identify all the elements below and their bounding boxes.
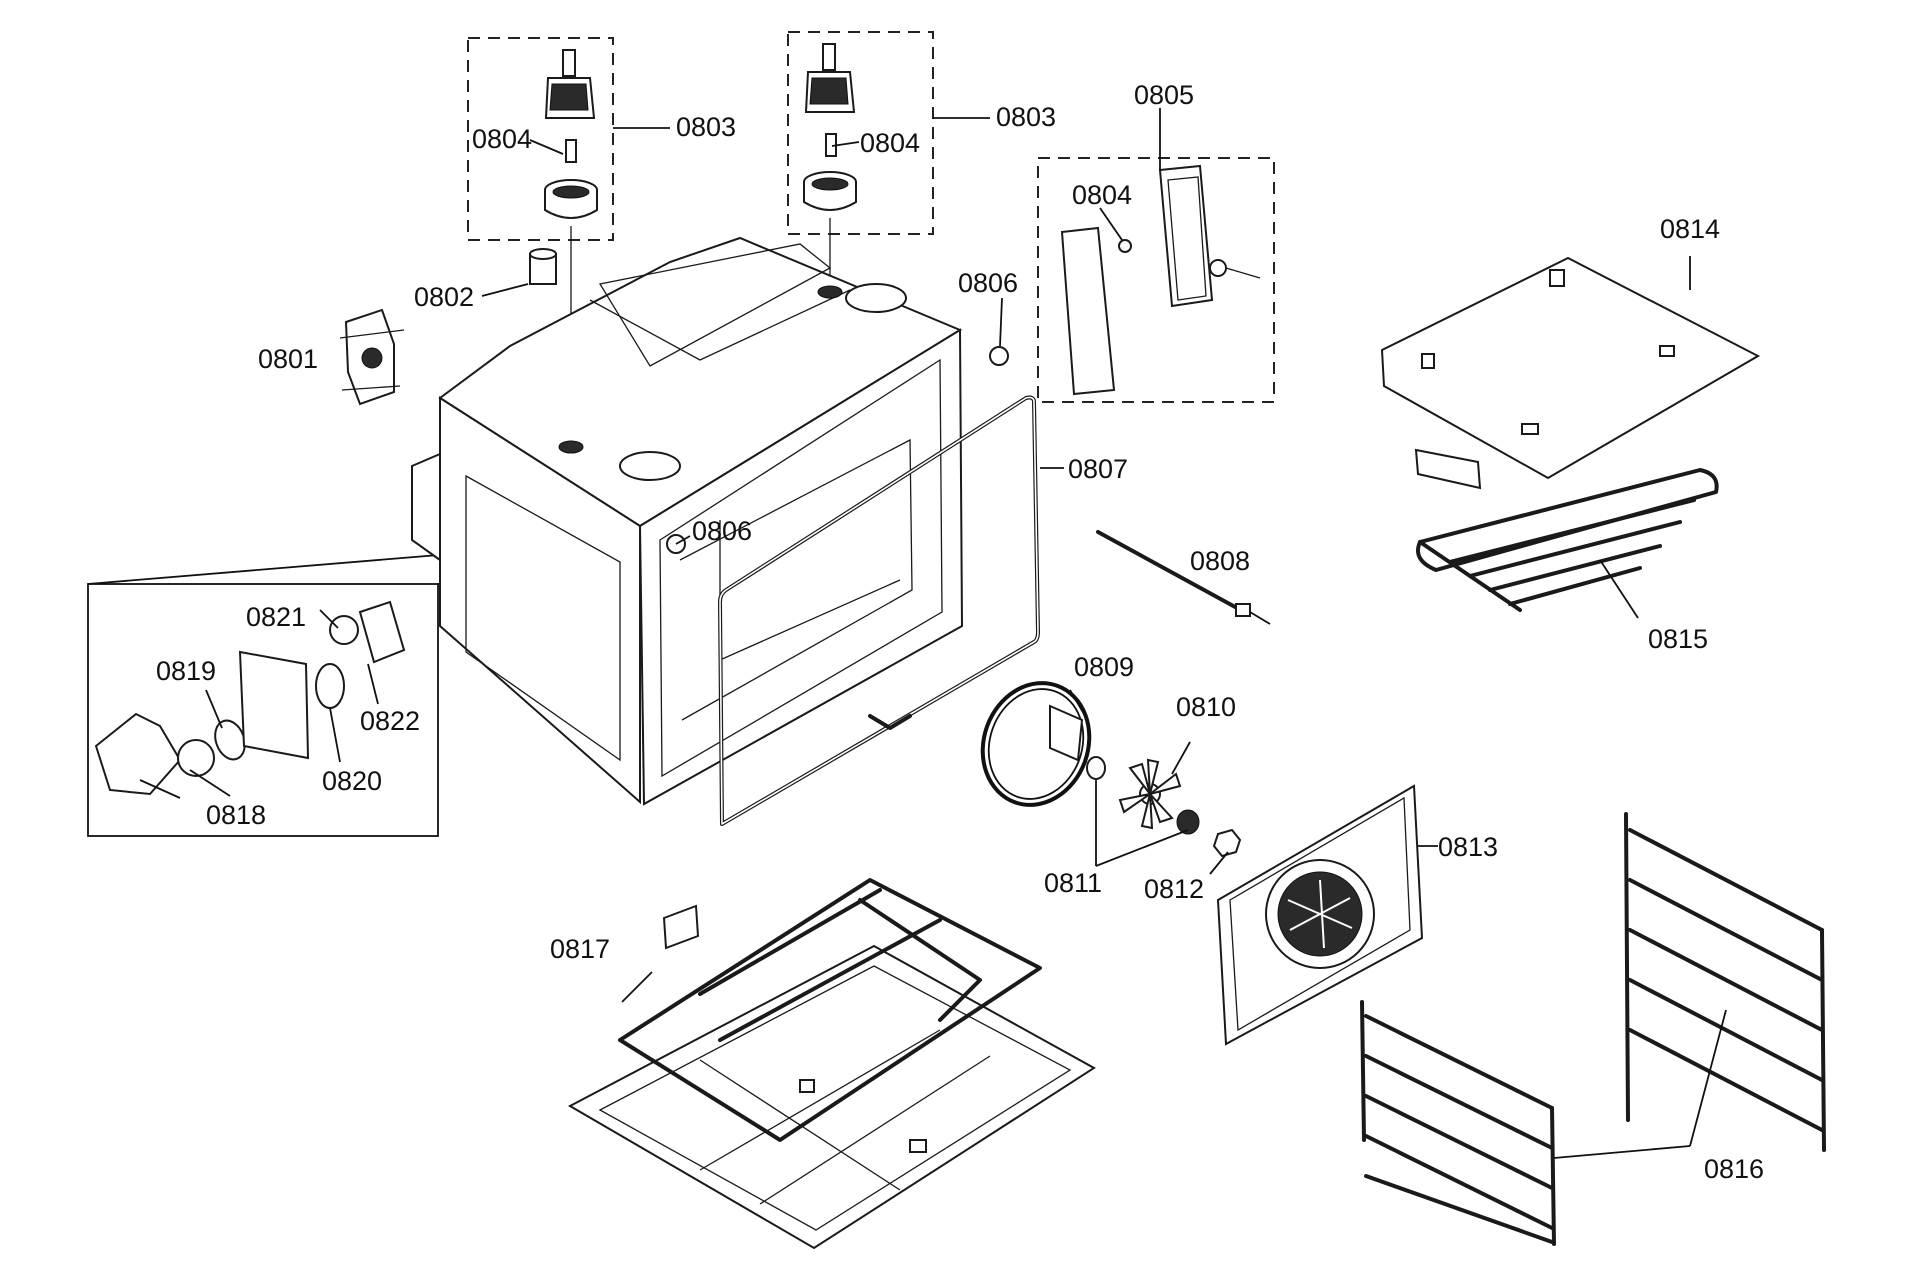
label-0811: 0811 bbox=[1044, 868, 1102, 898]
temperature-sensor bbox=[1096, 530, 1271, 625]
side-lamp-housing bbox=[1060, 164, 1261, 396]
door-gasket bbox=[718, 395, 1040, 826]
fan-nut bbox=[1212, 828, 1242, 858]
label-0821: 0821 bbox=[246, 602, 306, 632]
label-0808: 0808 bbox=[1190, 546, 1250, 576]
label-0820: 0820 bbox=[322, 766, 382, 796]
label-0814: 0814 bbox=[1660, 214, 1720, 244]
label-0817: 0817 bbox=[550, 934, 610, 964]
label-0806-front: 0806 bbox=[692, 516, 752, 546]
label-0807: 0807 bbox=[1068, 454, 1128, 484]
label-0804-side: 0804 bbox=[1072, 180, 1132, 210]
lamp-socket-top bbox=[529, 248, 557, 285]
convection-motor bbox=[339, 308, 405, 406]
lamp-assembly-box-right bbox=[787, 31, 934, 235]
detail-inset-box bbox=[87, 583, 439, 837]
label-0805: 0805 bbox=[1134, 80, 1194, 110]
door-switch bbox=[94, 712, 215, 799]
convection-fan bbox=[1118, 758, 1182, 830]
label-0809: 0809 bbox=[1074, 652, 1134, 682]
label-0818: 0818 bbox=[206, 800, 266, 830]
label-0804-right: 0804 bbox=[860, 128, 920, 158]
label-0822: 0822 bbox=[360, 706, 420, 736]
broil-element bbox=[1414, 448, 1719, 612]
lamp-socket-right bbox=[803, 43, 857, 211]
label-0815: 0815 bbox=[1648, 624, 1708, 654]
label-0801: 0801 bbox=[258, 344, 318, 374]
label-0804-left: 0804 bbox=[472, 124, 532, 154]
convection-element bbox=[980, 681, 1092, 807]
top-heat-shield bbox=[1380, 256, 1761, 480]
lamp-assembly-box-left bbox=[467, 37, 614, 241]
washer-right bbox=[1176, 809, 1200, 835]
label-0803-left: 0803 bbox=[676, 112, 736, 142]
label-0810: 0810 bbox=[1176, 692, 1236, 722]
label-0806-top: 0806 bbox=[958, 268, 1018, 298]
nut-top bbox=[989, 346, 1009, 366]
switch-bracket bbox=[358, 600, 406, 664]
label-0813: 0813 bbox=[1438, 832, 1498, 862]
switch-knob bbox=[315, 663, 345, 709]
oven-cavity bbox=[411, 236, 964, 806]
lamp-socket-left bbox=[544, 49, 598, 219]
fan-cover bbox=[1216, 784, 1424, 1046]
switch-plate bbox=[238, 650, 310, 760]
label-0819: 0819 bbox=[156, 656, 216, 686]
label-0803-right: 0803 bbox=[996, 102, 1056, 132]
rack-support-right bbox=[1624, 812, 1826, 1152]
label-0816: 0816 bbox=[1704, 1154, 1764, 1184]
label-0802: 0802 bbox=[414, 282, 474, 312]
rack-support-left bbox=[1360, 1000, 1556, 1246]
washer-left bbox=[1086, 756, 1106, 780]
label-0812: 0812 bbox=[1144, 874, 1204, 904]
spacer bbox=[329, 615, 359, 645]
bake-element-panel bbox=[567, 878, 1096, 1250]
